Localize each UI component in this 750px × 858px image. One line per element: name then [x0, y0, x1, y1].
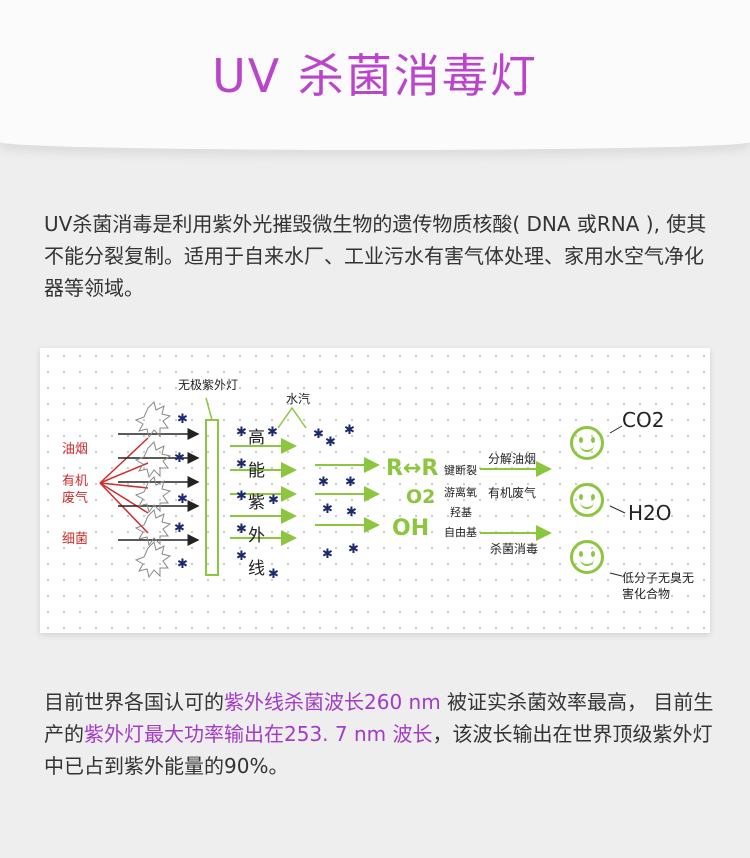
page-title: UV 杀菌消毒灯 [212, 49, 538, 103]
svg-text:✱: ✱ [236, 522, 247, 537]
conclusion-highlight-2: 紫外灯最大功率输出在253. 7 nm 波长 [84, 722, 433, 746]
pollutant-bacteria: 细菌 [62, 532, 89, 547]
conclusion-paragraph: 目前世界各国认可的紫外线杀菌波长260 nm 被证实杀菌效率最高， 目前生产的紫… [44, 686, 714, 782]
uv-char-3: 紫 [248, 493, 265, 513]
conclusion-text-3: ，该波长输出在世界顶级紫外灯中已占到紫外能量的90%。 [44, 722, 713, 778]
label-free-oxygen: 游离氧 [444, 486, 477, 499]
svg-text:✱: ✱ [346, 505, 357, 520]
intro-paragraph: UV杀菌消毒是利用紫外光摧毁微生物的遗传物质核酸( DNA 或RNA ), 使其… [44, 212, 707, 300]
product-h2o: H2O [628, 501, 672, 525]
particle-stars: ✱✱✱✱✱ ✱✱✱✱✱✱✱✱ ✱✱✱✱✱✱✱✱✱ [174, 412, 359, 582]
diagram-graphics: ✱✱✱✱✱ ✱✱✱✱✱✱✱✱ ✱✱✱✱✱✱✱✱✱ [99, 397, 626, 582]
uv-char-4: 外 [248, 526, 265, 546]
svg-text:✱: ✱ [322, 502, 333, 517]
pollutant-oil-smoke: 油烟 [62, 442, 89, 457]
conclusion-highlight-1: 紫外线杀菌波长260 nm [224, 690, 441, 714]
smiley-face-icon [570, 483, 604, 517]
header-banner [0, 0, 750, 150]
svg-text:✱: ✱ [313, 427, 324, 442]
svg-text:✱: ✱ [345, 475, 356, 490]
input-arrows [118, 428, 200, 546]
uv-char-2: 能 [248, 461, 265, 481]
label-free-radical: 自由基 [444, 526, 477, 539]
smiley-face-icon [570, 426, 604, 460]
label-organic-gas: 有机废气 [488, 486, 537, 500]
svg-text:✱: ✱ [318, 475, 329, 490]
burst-shapes [134, 401, 172, 579]
svg-text:✱: ✱ [325, 435, 336, 450]
lamp-label: 无极紫外灯 [178, 378, 239, 392]
svg-text:✱: ✱ [236, 489, 247, 504]
conclusion-text-2: 被证实杀菌效率最高， 目前生产的 [44, 690, 714, 746]
svg-text:✱: ✱ [177, 492, 188, 507]
pollutant-branches [99, 437, 149, 534]
svg-text:✱: ✱ [174, 521, 185, 536]
svg-text:✱: ✱ [268, 567, 279, 582]
label-sterilize: 杀菌消毒 [490, 542, 539, 556]
pollutant-organic-gas: 有机废气 [62, 474, 89, 506]
svg-text:✱: ✱ [177, 412, 188, 427]
product-co2: CO2 [622, 408, 665, 432]
label-hydroxyl: 羟基 [450, 506, 472, 519]
uv-char-1: 高 [248, 428, 265, 448]
product-leaders [609, 425, 626, 577]
smiley-face-icon [570, 540, 604, 574]
svg-text:✱: ✱ [236, 457, 247, 472]
vapor-label: 水汽 [286, 392, 311, 406]
svg-text:✱: ✱ [236, 425, 247, 440]
uv-process-diagram: ✱✱✱✱✱ ✱✱✱✱✱✱✱✱ ✱✱✱✱✱✱✱✱✱ 无极紫外灯 水汽 油烟 有机废… [40, 348, 710, 633]
svg-text:✱: ✱ [322, 547, 333, 562]
uv-lamp-tube [205, 419, 219, 576]
conclusion-text-1: 目前世界各国认可的 [44, 690, 224, 714]
svg-text:✱: ✱ [267, 425, 278, 440]
svg-text:✱: ✱ [344, 423, 355, 438]
uv-char-5: 线 [248, 559, 265, 579]
svg-text:✱: ✱ [174, 451, 185, 466]
svg-text:✱: ✱ [348, 542, 359, 557]
radical-o2: O2 [406, 486, 436, 508]
uv-arrows [230, 438, 552, 546]
radical-rr: R↔R [386, 456, 439, 481]
svg-text:✱: ✱ [177, 557, 188, 572]
radical-oh: OH [392, 516, 430, 541]
product-harmless: 低分子无臭无害化合物 [622, 571, 695, 601]
label-bond-break: 键断裂 [444, 464, 477, 477]
label-decompose-oil: 分解油烟 [488, 452, 537, 466]
svg-text:✱: ✱ [268, 493, 279, 508]
svg-text:✱: ✱ [236, 549, 247, 564]
